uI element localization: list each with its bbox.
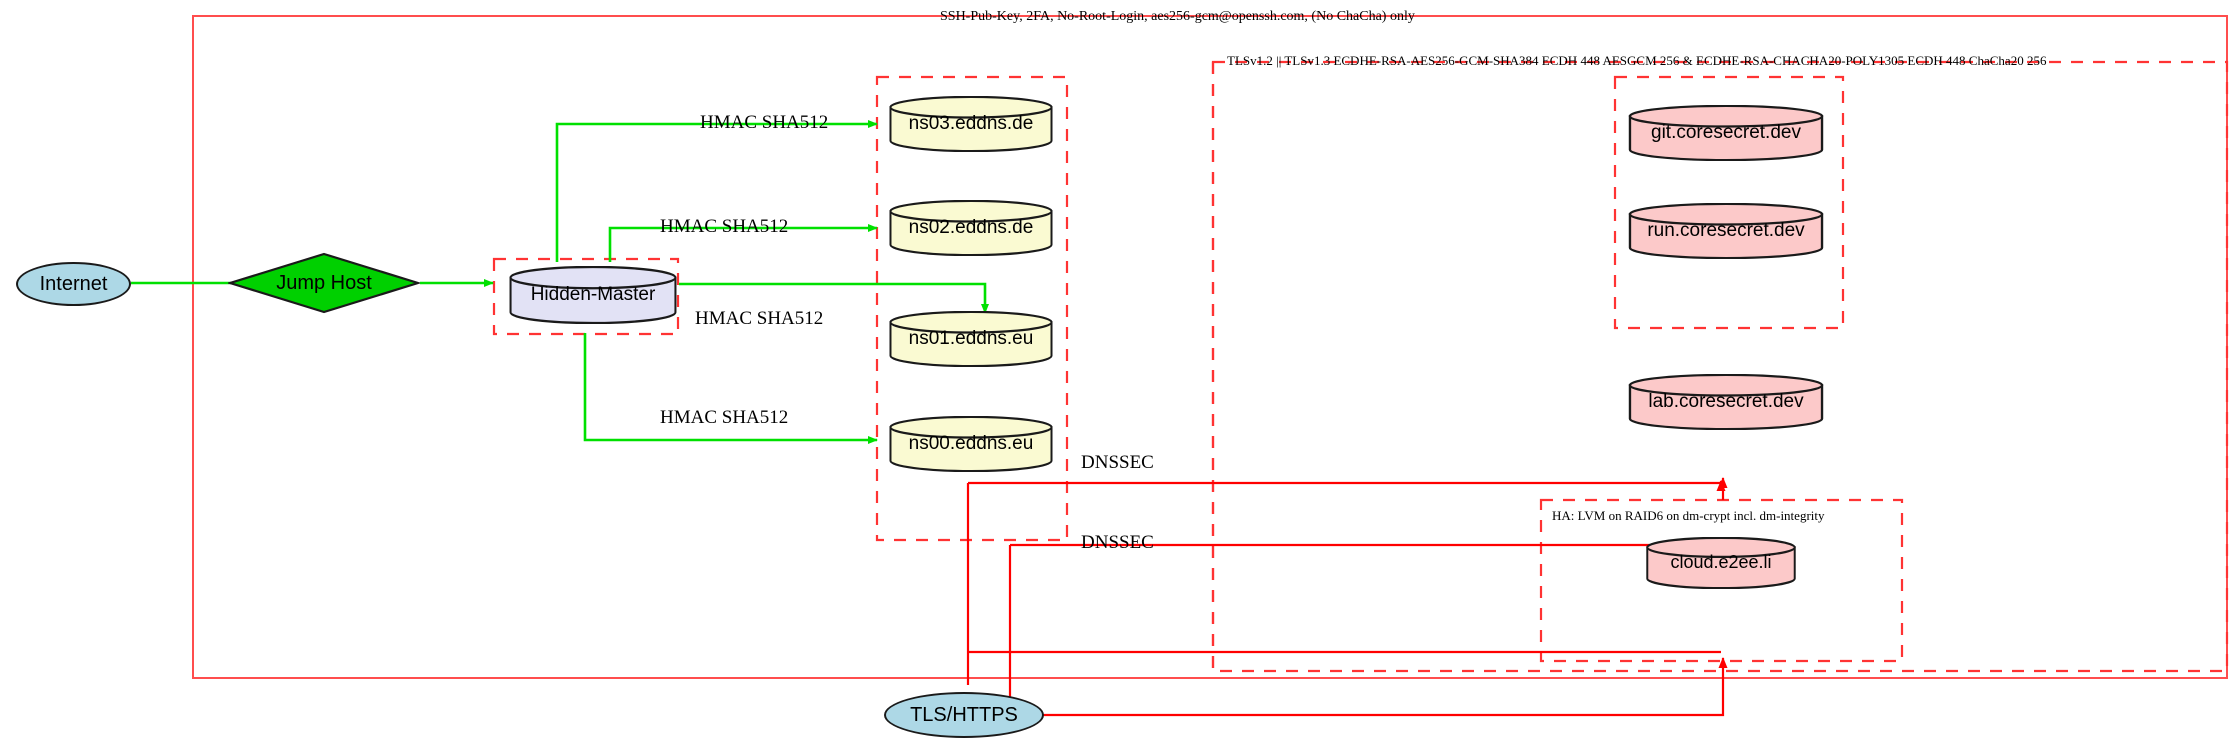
ha-cluster-box — [1539, 498, 1904, 663]
ssh-outer-boundary — [192, 15, 2228, 679]
node-jump-host-label: Jump Host — [276, 272, 372, 294]
hidden-master-cluster-box — [492, 257, 680, 336]
node-git-coresecret[interactable]: git.coresecret.dev — [1627, 104, 1825, 162]
node-ns00[interactable]: ns00.eddns.eu — [888, 415, 1054, 473]
edge-label-hmac-ns00: HMAC SHA512 — [660, 407, 789, 428]
node-hidden-master[interactable]: Hidden-Master — [508, 265, 678, 325]
coresecret-cluster-box — [1613, 75, 1845, 330]
node-ns03[interactable]: ns03.eddns.de — [888, 95, 1054, 153]
ssh-boundary-label: SSH-Pub-Key, 2FA, No-Root-Login, aes256-… — [940, 9, 1415, 24]
edge-label-hmac-ns03: HMAC SHA512 — [700, 112, 829, 133]
ha-cluster-label: HA: LVM on RAID6 on dm-crypt incl. dm-in… — [1552, 508, 1825, 523]
node-internet[interactable]: Internet — [16, 262, 131, 306]
tls-cluster-box — [1211, 60, 2229, 673]
edge-label-hmac-ns02: HMAC SHA512 — [660, 216, 789, 237]
node-tls-https[interactable]: TLS/HTTPS — [884, 692, 1044, 738]
edge-hidden-master-to-ns01 — [679, 282, 989, 314]
node-ns01[interactable]: ns01.eddns.eu — [888, 310, 1054, 368]
node-tls-https-label: TLS/HTTPS — [910, 703, 1018, 726]
edge-tls-right — [1040, 657, 1728, 717]
node-cloud-e2ee[interactable]: cloud.e2ee.li — [1645, 536, 1797, 590]
edge-hidden-master-to-ns02 — [608, 224, 878, 262]
node-run-coresecret[interactable]: run.coresecret.dev — [1627, 202, 1825, 260]
edge-label-hmac-ns01: HMAC SHA512 — [695, 308, 824, 329]
node-ns02[interactable]: ns02.eddns.de — [888, 199, 1054, 257]
dns-cluster-box — [875, 75, 1069, 542]
node-lab-coresecret[interactable]: lab.coresecret.dev — [1627, 373, 1825, 431]
edge-label-dnssec-lower: DNSSEC — [1081, 532, 1154, 553]
tls-cluster-label: TLSv1.2 || TLSv1.3 ECDHE-RSA-AES256-GCM-… — [1227, 53, 2047, 68]
edge-hidden-master-to-ns03 — [555, 120, 878, 262]
node-internet-label: Internet — [39, 272, 108, 295]
edge-label-dnssec-upper: DNSSEC — [1081, 452, 1154, 473]
node-jump-host[interactable] — [228, 252, 420, 314]
edge-hidden-master-to-ns00 — [583, 333, 878, 444]
